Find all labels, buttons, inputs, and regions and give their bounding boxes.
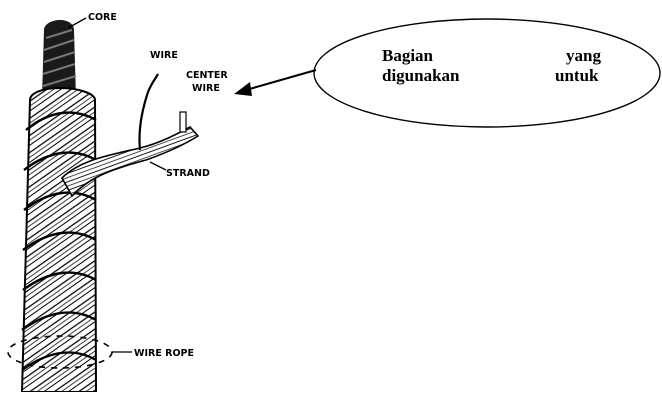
callout-row2-left: digunakan bbox=[382, 66, 460, 85]
core-leader-line bbox=[67, 17, 87, 29]
rope-core bbox=[42, 20, 77, 98]
center-wire-label-line2: WIRE bbox=[192, 83, 220, 94]
strand-leader-line bbox=[149, 161, 167, 171]
wire-label: WIRE bbox=[150, 50, 178, 61]
individual-wire bbox=[138, 73, 159, 151]
callout-row2-right: untuk bbox=[555, 66, 599, 85]
strand-label: STRAND bbox=[166, 168, 210, 179]
callout-arrowhead bbox=[234, 82, 252, 96]
callout-arrow-line bbox=[245, 69, 317, 91]
callout-row1-right: yang bbox=[566, 46, 601, 65]
callout-row1-left: Bagian bbox=[382, 46, 434, 65]
rope-body bbox=[20, 86, 98, 393]
callout-ellipse bbox=[313, 18, 661, 128]
wire-rope-label: WIRE ROPE bbox=[134, 348, 194, 359]
core-label: CORE bbox=[88, 12, 117, 23]
center-wire-label-line1: CENTER bbox=[186, 70, 228, 81]
strand bbox=[61, 111, 200, 198]
